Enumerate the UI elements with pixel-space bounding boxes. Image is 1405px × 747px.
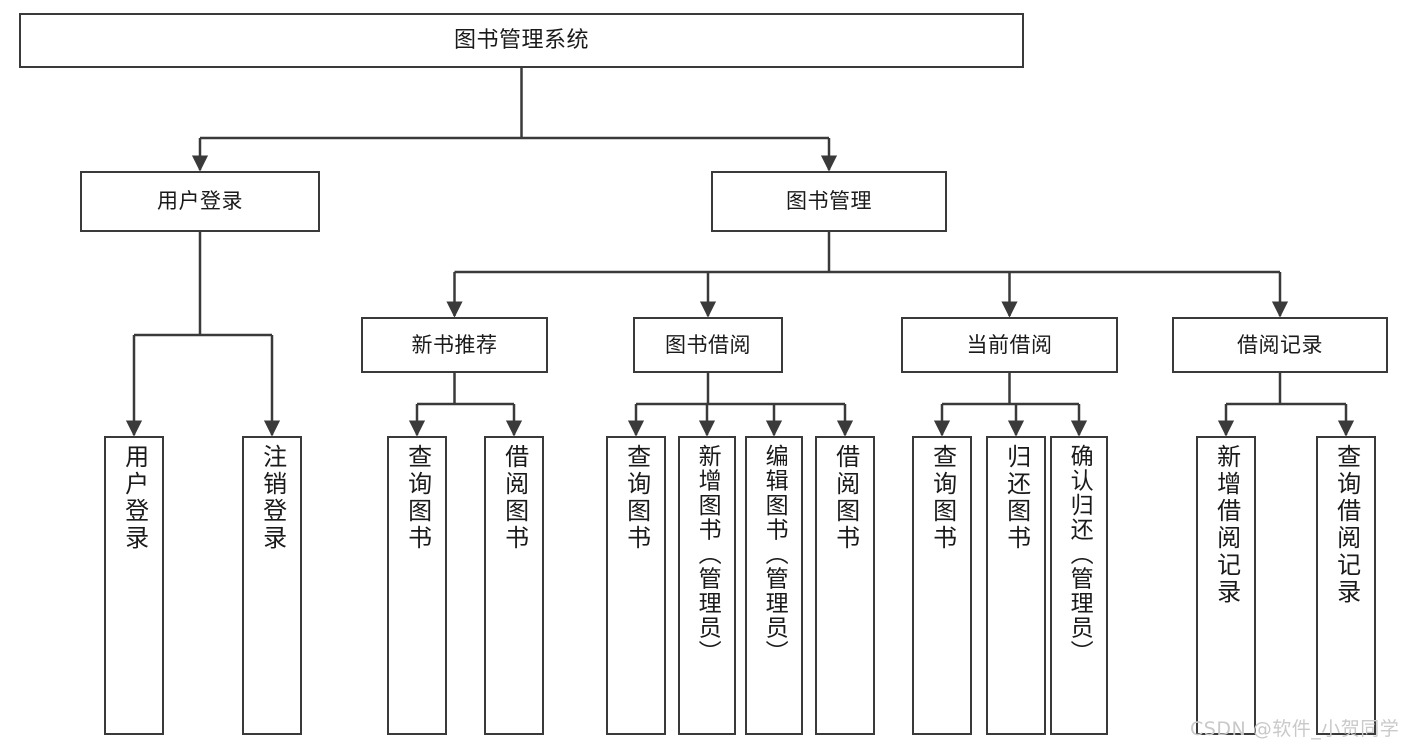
leaf-add-book-label: 新增图书（管理员） [694, 444, 721, 665]
leaf-logout-label: 注销登录 [258, 444, 287, 552]
node-borrow-record-label: 借阅记录 [1237, 332, 1323, 357]
leaf-query-book-recommend[interactable]: 查询图书 [387, 436, 447, 735]
leaf-add-borrow-record[interactable]: 新增借阅记录 [1196, 436, 1256, 735]
node-user-login[interactable]: 用户登录 [80, 171, 320, 232]
leaf-borrow-book-recommend-label: 借阅图书 [500, 444, 529, 552]
node-new-book-recommend-label: 新书推荐 [411, 332, 498, 357]
leaf-borrow-book-borrow-label: 借阅图书 [831, 444, 860, 552]
node-root-label: 图书管理系统 [453, 27, 589, 53]
node-new-book-recommend[interactable]: 新书推荐 [361, 317, 548, 373]
leaf-user-login[interactable]: 用户登录 [104, 436, 164, 735]
leaf-query-book-recommend-label: 查询图书 [403, 444, 432, 552]
leaf-logout[interactable]: 注销登录 [242, 436, 302, 735]
node-book-manage[interactable]: 图书管理 [711, 171, 947, 232]
node-current-borrow[interactable]: 当前借阅 [901, 317, 1118, 373]
leaf-add-book[interactable]: 新增图书（管理员） [678, 436, 736, 735]
node-book-borrow[interactable]: 图书借阅 [633, 317, 783, 373]
node-root[interactable]: 图书管理系统 [19, 13, 1024, 68]
leaf-borrow-book-recommend[interactable]: 借阅图书 [484, 436, 544, 735]
leaf-confirm-return[interactable]: 确认归还（管理员） [1050, 436, 1108, 735]
leaf-query-borrow-record[interactable]: 查询借阅记录 [1316, 436, 1376, 735]
leaf-query-borrow-record-label: 查询借阅记录 [1332, 444, 1361, 606]
leaf-return-book-label: 归还图书 [1002, 444, 1031, 552]
node-borrow-record[interactable]: 借阅记录 [1172, 317, 1388, 373]
leaf-borrow-book-borrow[interactable]: 借阅图书 [815, 436, 875, 735]
node-current-borrow-label: 当前借阅 [966, 332, 1053, 357]
leaf-query-book-borrow-label: 查询图书 [622, 444, 651, 552]
leaf-query-book-borrow[interactable]: 查询图书 [606, 436, 666, 735]
leaf-edit-book[interactable]: 编辑图书（管理员） [745, 436, 803, 735]
node-book-borrow-label: 图书借阅 [665, 332, 751, 357]
leaf-return-book[interactable]: 归还图书 [986, 436, 1046, 735]
leaf-add-borrow-record-label: 新增借阅记录 [1212, 444, 1241, 606]
leaf-query-book-current[interactable]: 查询图书 [912, 436, 972, 735]
leaf-confirm-return-label: 确认归还（管理员） [1066, 444, 1093, 665]
leaf-query-book-current-label: 查询图书 [928, 444, 957, 552]
node-user-login-label: 用户登录 [157, 189, 243, 214]
leaf-user-login-label: 用户登录 [120, 444, 149, 552]
leaf-edit-book-label: 编辑图书（管理员） [761, 444, 788, 665]
node-book-manage-label: 图书管理 [786, 189, 872, 214]
